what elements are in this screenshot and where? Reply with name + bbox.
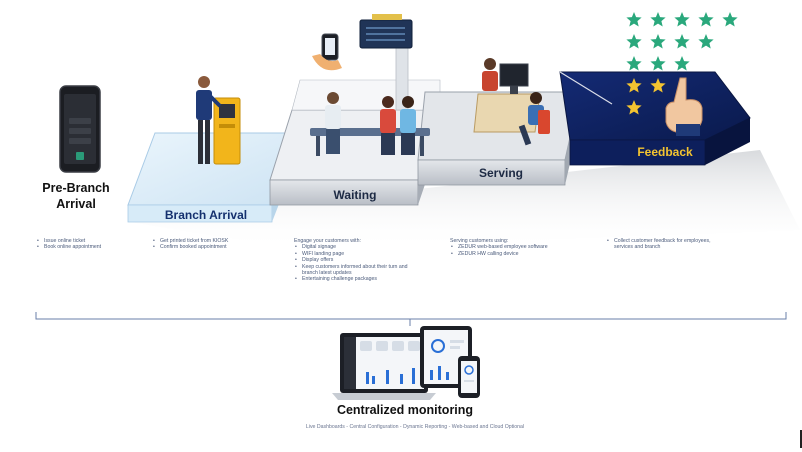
star-icon [698,12,714,27]
feedback-title: Feedback [637,145,693,159]
employee-desk-icon [473,58,550,146]
bullet-item: WIFI landing page [294,251,414,258]
serving-title: Serving [478,166,523,180]
feedback-bullets: Collect customer feedback for employees,… [606,238,726,251]
floor-shadow [130,150,800,250]
smartphone-icon [59,85,101,173]
star-icon [698,34,714,49]
pointing-hand-icon [665,77,703,136]
star-icon [626,12,642,27]
bracket-icon [35,312,787,326]
star-icon [674,56,690,71]
feedback-description: Collect customer feedback for employees,… [606,238,726,251]
star-icon [722,12,738,27]
branch-arrival-platform [127,132,301,223]
waiting-bullets: Digital signage WIFI landing page Displa… [294,244,414,283]
star-icon [626,100,642,115]
serving-intro: Serving customers using: [450,238,509,244]
bullet-item: Digital signage [294,244,414,251]
bullet-item: Issue online ticket [36,238,128,245]
laptop-icon [332,333,436,400]
phone-hand-icon [312,33,342,71]
centralized-monitoring-title: Centralized monitoring [336,403,474,417]
bullet-item: Keep customers informed about their turn… [294,264,414,277]
star-icon [626,34,642,49]
waiting-people-icon [310,92,430,156]
serving-bullets: ZEDUR web-based employee software ZEDUR … [450,244,560,257]
star-icon [626,78,642,93]
pre-branch-bullets: Issue online ticket Book online appointm… [36,238,128,251]
bullet-item: Get printed ticket from KIOSK [152,238,272,245]
star-icon [650,34,666,49]
branch-arrival-title: Branch Arrival [164,208,248,222]
branch-arrival-bullets: Get printed ticket from KIOSK Confirm bo… [152,238,272,251]
star-icon [626,56,642,71]
bullet-item: ZEDUR HW calling device [450,251,560,258]
centralized-monitoring-subtitle: Live Dashboards - Central Configuration … [305,424,525,430]
branch-arrival-description: Get printed ticket from KIOSK Confirm bo… [152,238,272,251]
waiting-title: Waiting [333,188,377,202]
serving-description: Serving customers using: ZEDUR web-based… [450,238,560,258]
signage-board-icon [359,14,413,111]
edge-marker [800,430,802,448]
waiting-description: Engage your customers with: Digital sign… [294,238,414,283]
feedback-platform [559,71,751,166]
bullet-item: Display offers [294,257,414,264]
bullet-item: Confirm booked appointment [152,244,272,251]
star-icon [674,34,690,49]
mobile-icon [458,356,480,398]
pre-branch-title-line2: Arrival [56,197,96,211]
bullet-item: Entertaining challenge packages [294,276,414,283]
kiosk-icon [213,97,241,165]
star-icon [650,56,666,71]
customer-at-kiosk-figure [196,76,222,164]
star-icon [650,78,666,93]
star-rating-icon [626,12,738,115]
pre-branch-title-line1: Pre-Branch [42,181,110,195]
bullet-item: Collect customer feedback for employees,… [606,238,726,251]
waiting-intro: Engage your customers with: [294,238,361,244]
pre-branch-description: Issue online ticket Book online appointm… [36,238,128,251]
star-icon [674,12,690,27]
bullet-item: Book online appointment [36,244,128,251]
bullet-item: ZEDUR web-based employee software [450,244,560,251]
pre-branch-title: Pre-Branch Arrival [28,180,124,212]
star-icon [650,12,666,27]
